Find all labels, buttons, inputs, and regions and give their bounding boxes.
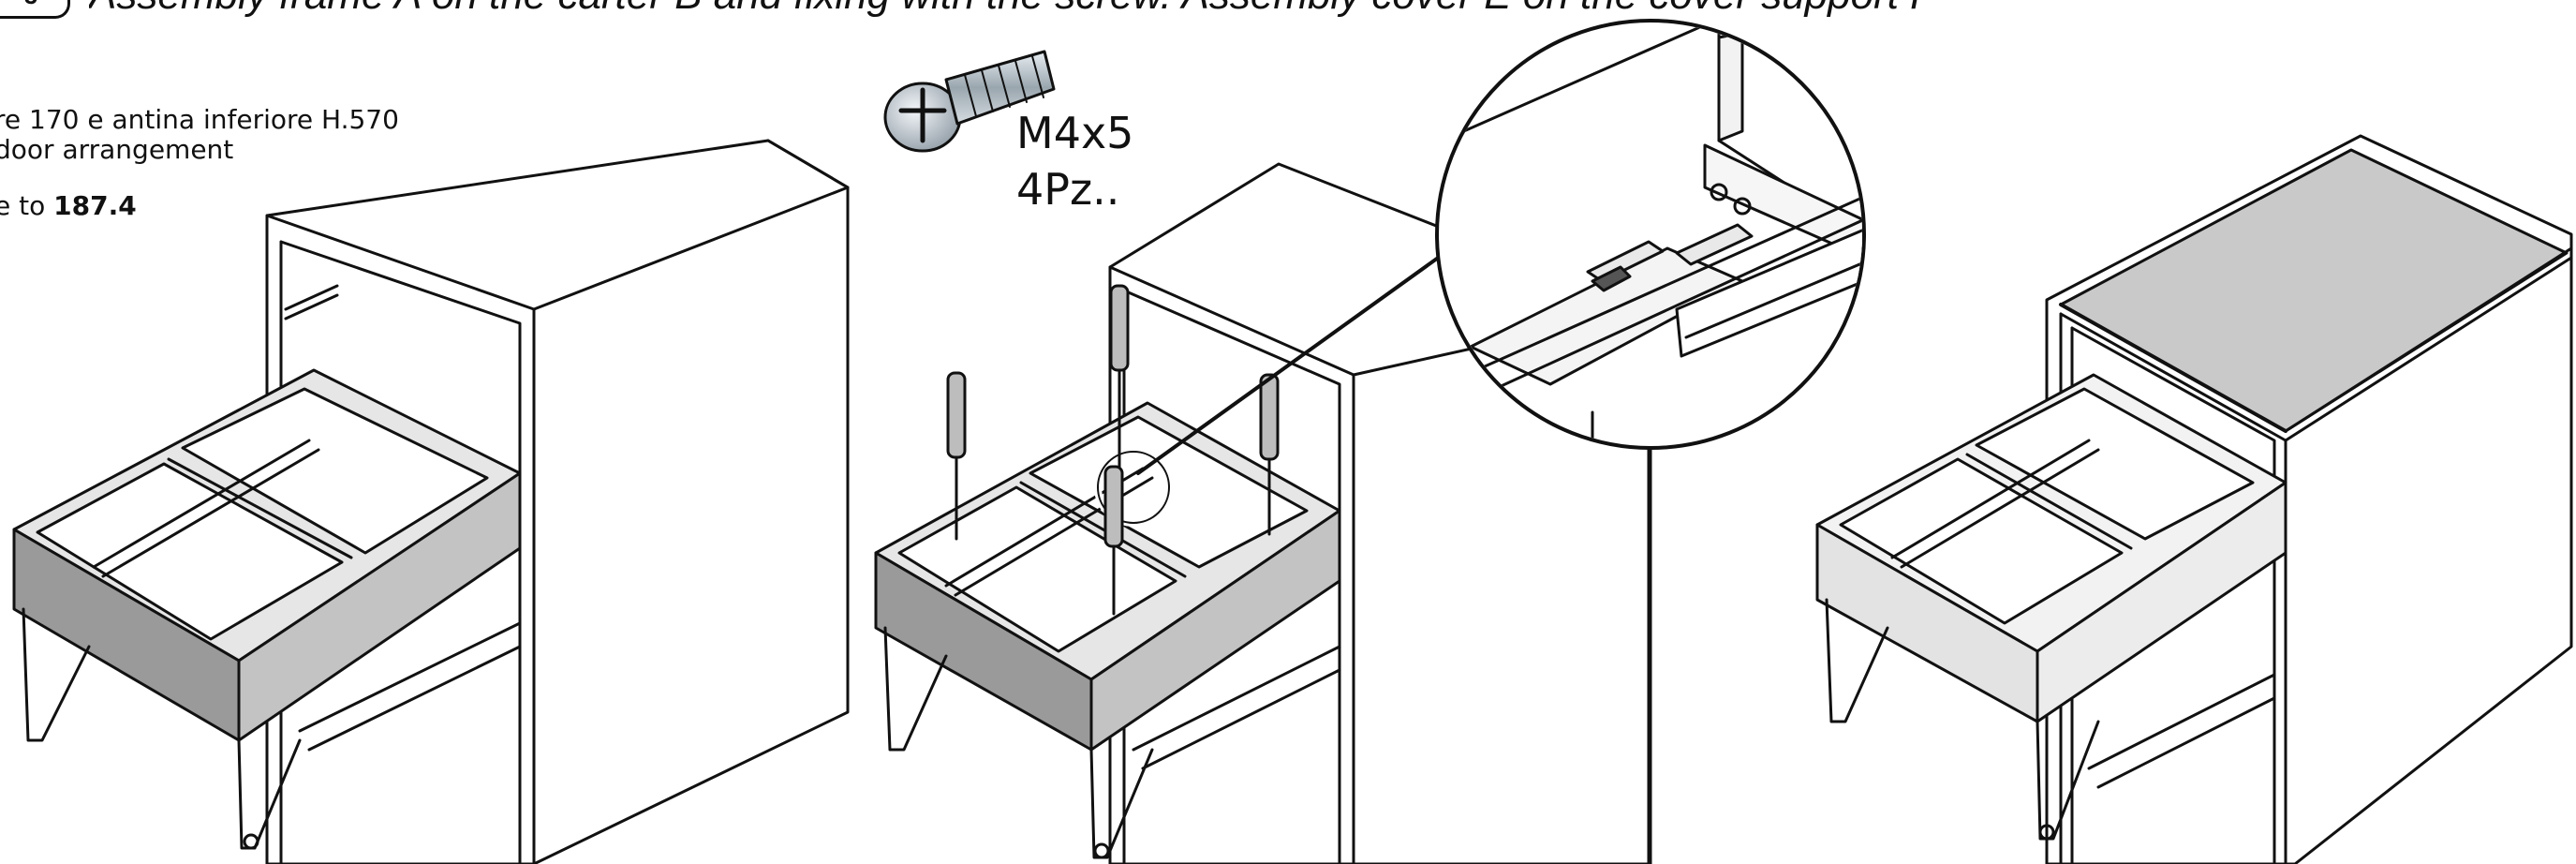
note-line-1: re 170 e antina inferiore H.570: [0, 104, 399, 135]
panel-3-frame: [1815, 373, 2287, 841]
note-line-3: e to 187.4: [0, 191, 399, 221]
detail-leader-line: [1136, 249, 1449, 475]
screwdriver-icon: [946, 284, 1280, 616]
step-number-badge: 5: [0, 0, 70, 19]
note-line-2: door arrangement: [0, 134, 234, 165]
screw-quantity: 4Pz..: [1016, 164, 1120, 215]
instruction-text: Assembly frame A on the carter B and fix…: [89, 0, 1935, 19]
screw-spec: M4x5 4Pz..: [1016, 105, 1133, 217]
screw-icon: [883, 50, 1056, 153]
screw-size: M4x5: [1016, 108, 1134, 158]
note-line-3-prefix: e to: [0, 190, 54, 221]
panel-1-frame: [12, 368, 522, 850]
note-measurement: 187.4: [53, 190, 137, 221]
instruction-header: 5 Assembly frame A on the carter B and f…: [0, 0, 2576, 19]
magnifier-detail-icon: [1435, 19, 1866, 450]
installation-note: re 170 e antina inferiore H.570 door arr…: [0, 105, 399, 221]
